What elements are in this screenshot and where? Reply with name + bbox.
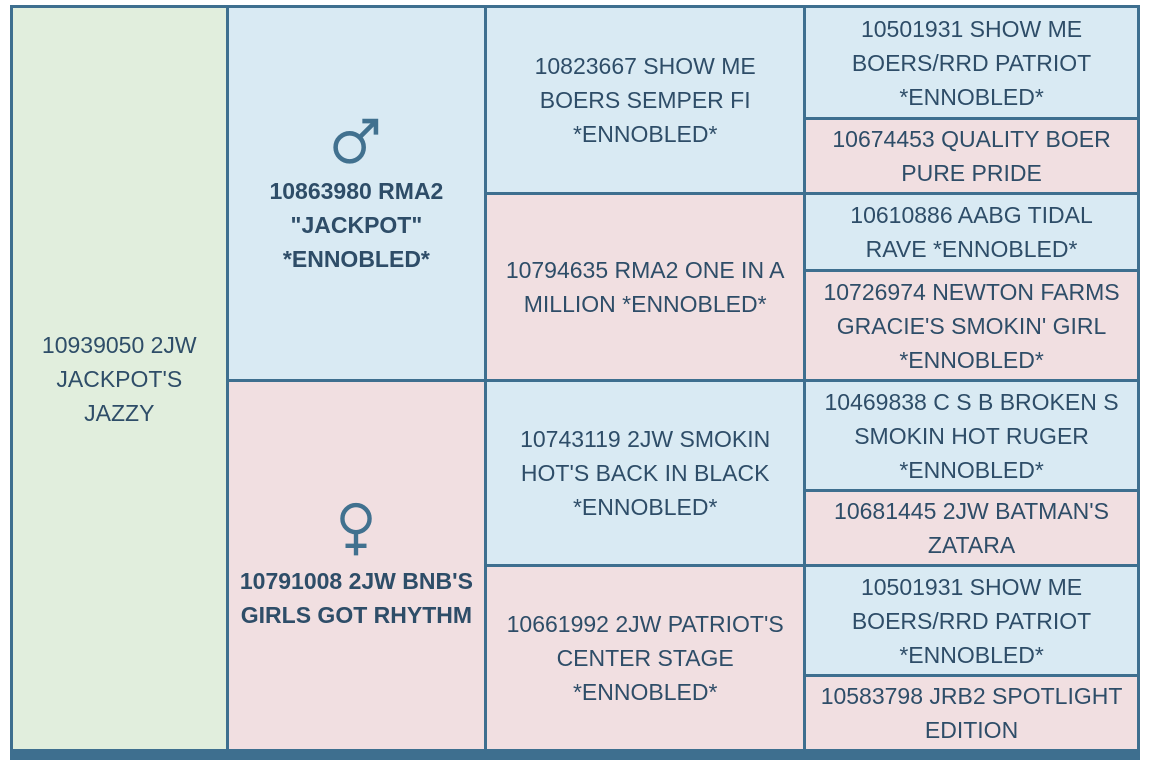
pedigree-cell-dam-sire-sire: 10469838 C S B BROKEN S SMOKIN HOT RUGER…: [803, 379, 1140, 492]
animal-id-name: 10939050 2JW JACKPOT'S JAZZY: [41, 331, 197, 426]
pedigree-cell-dam-sire: 10743119 2JW SMOKIN HOT'S BACK IN BLACK …: [484, 379, 807, 567]
dam-sire-dam-id-name: 10681445 2JW BATMAN'S ZATARA: [834, 498, 1110, 558]
dam-dam-sire-id-name: 10501931 SHOW ME BOERS/RRD PATRIOT *ENNO…: [851, 573, 1092, 668]
pedigree-cell-sire-dam-dam: 10726974 NEWTON FARMS GRACIE'S SMOKIN' G…: [803, 269, 1140, 382]
dam-id-name: 10791008 2JW BNB'S GIRLS GOT RHYTHM: [239, 567, 473, 628]
pedigree-cell-sire-dam-sire: 10610886 AABG TIDAL RAVE *ENNOBLED*: [803, 192, 1140, 272]
pedigree-cell-sire-sire-dam: 10674453 QUALITY BOER PURE PRIDE: [803, 117, 1140, 195]
pedigree-cell-sire-sire: 10823667 SHOW ME BOERS SEMPER FI *ENNOBL…: [484, 5, 807, 195]
male-icon: [234, 112, 480, 170]
pedigree-cell-dam: 10791008 2JW BNB'S GIRLS GOT RHYTHM: [225, 379, 488, 756]
pedigree-table: 10939050 2JW JACKPOT'S JAZZY 10863980 RM…: [10, 5, 1140, 760]
pedigree-cell-sire-sire-sire: 10501931 SHOW ME BOERS/RRD PATRIOT *ENNO…: [803, 5, 1140, 120]
pedigree-cell-animal: 10939050 2JW JACKPOT'S JAZZY: [10, 5, 229, 756]
dam-dam-id-name: 10661992 2JW PATRIOT'S CENTER STAGE *ENN…: [506, 611, 784, 705]
pedigree-cell-dam-dam-sire: 10501931 SHOW ME BOERS/RRD PATRIOT *ENNO…: [803, 564, 1140, 677]
dam-sire-id-name: 10743119 2JW SMOKIN HOT'S BACK IN BLACK …: [520, 426, 771, 520]
sire-dam-id-name: 10794635 RMA2 ONE IN A MILLION *ENNOBLED…: [505, 257, 785, 317]
sire-sire-dam-id-name: 10674453 QUALITY BOER PURE PRIDE: [832, 126, 1111, 186]
pedigree-cell-dam-sire-dam: 10681445 2JW BATMAN'S ZATARA: [803, 489, 1140, 567]
female-icon: [234, 500, 480, 560]
sire-dam-dam-id-name: 10726974 NEWTON FARMS GRACIE'S SMOKIN' G…: [823, 278, 1120, 373]
pedigree-table-container: 10939050 2JW JACKPOT'S JAZZY 10863980 RM…: [10, 5, 1140, 760]
sire-sire-id-name: 10823667 SHOW ME BOERS SEMPER FI *ENNOBL…: [534, 53, 756, 147]
sire-dam-sire-id-name: 10610886 AABG TIDAL RAVE *ENNOBLED*: [850, 202, 1093, 262]
dam-sire-sire-id-name: 10469838 C S B BROKEN S SMOKIN HOT RUGER…: [824, 388, 1119, 483]
pedigree-cell-dam-dam-dam: 10583798 JRB2 SPOTLIGHT EDITION: [803, 674, 1140, 756]
pedigree-cell-sire: 10863980 RMA2 "JACKPOT" *ENNOBLED*: [225, 5, 488, 382]
pedigree-cell-dam-dam: 10661992 2JW PATRIOT'S CENTER STAGE *ENN…: [484, 564, 807, 756]
sire-sire-sire-id-name: 10501931 SHOW ME BOERS/RRD PATRIOT *ENNO…: [851, 15, 1092, 110]
pedigree-cell-sire-dam: 10794635 RMA2 ONE IN A MILLION *ENNOBLED…: [484, 192, 807, 382]
sire-id-name: 10863980 RMA2 "JACKPOT" *ENNOBLED*: [269, 177, 444, 272]
dam-dam-dam-id-name: 10583798 JRB2 SPOTLIGHT EDITION: [820, 683, 1123, 743]
